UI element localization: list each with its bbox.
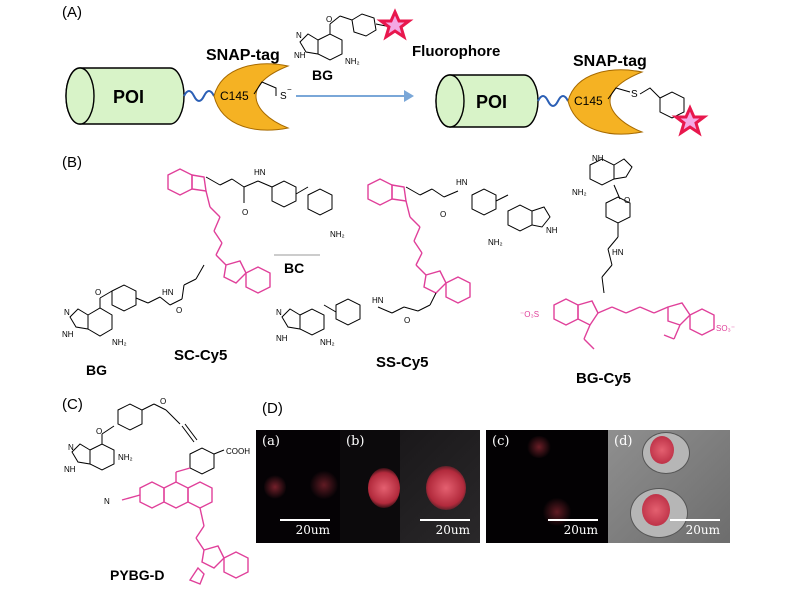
- svg-text:NH: NH: [276, 334, 288, 343]
- svg-text:O: O: [624, 196, 630, 205]
- svg-text:NH₂: NH₂: [488, 238, 503, 247]
- nucleus-overlay-1: [650, 436, 674, 464]
- svg-text:O: O: [176, 306, 182, 315]
- svg-text:O: O: [96, 427, 102, 436]
- svg-text:O: O: [242, 208, 248, 217]
- fluorophore-label: Fluorophore: [412, 43, 500, 60]
- panel-label-a: (A): [62, 4, 82, 21]
- svg-text:NH: NH: [294, 51, 306, 60]
- bg-cy5-label: BG-Cy5: [576, 370, 631, 387]
- panel-label-c: (C): [62, 396, 83, 413]
- pybg-d-label: PYBG-D: [110, 567, 164, 583]
- bg-cy5-structure: NH NH₂ O HN: [553, 155, 715, 350]
- svg-text:NH₂: NH₂: [345, 57, 360, 66]
- micrograph-c: (c) 20um: [486, 430, 608, 543]
- scale-label-d: 20um: [685, 523, 720, 537]
- svg-text:HN: HN: [162, 288, 174, 297]
- snap-tag-label-right: SNAP-tag: [573, 53, 647, 70]
- pybg-nh2: NH₂: [118, 453, 133, 462]
- snap-tag-label-left: SNAP-tag: [206, 47, 280, 64]
- svg-text:NH: NH: [64, 465, 76, 474]
- svg-text:−: −: [287, 85, 292, 94]
- svg-text:N: N: [68, 443, 74, 452]
- s-minus-label: S: [280, 91, 287, 102]
- reaction-arrow: [296, 90, 414, 102]
- linker-left: [183, 90, 215, 102]
- fluorophore-star-icon: [376, 8, 414, 41]
- poi-cylinder-right: POI: [435, 74, 539, 128]
- nucleus-bright-1: [368, 468, 400, 508]
- bg-label: BG: [312, 67, 333, 83]
- panel-label-b: (B): [62, 154, 82, 171]
- svg-text:NH: NH: [592, 155, 604, 163]
- c145-label-left: C145: [220, 89, 249, 103]
- svg-text:NH₂: NH₂: [572, 188, 587, 197]
- so3-right: SO₃⁻: [716, 324, 735, 333]
- bg-fluorophore-molecule: [299, 13, 387, 61]
- so3-left: ⁻O₃S: [520, 310, 539, 319]
- svg-text:HN: HN: [612, 248, 624, 257]
- svg-text:N: N: [104, 497, 110, 506]
- panel-c-structure: O O N NH NH₂ COOH N PYBG-D: [64, 397, 250, 585]
- svg-text:O: O: [160, 397, 166, 406]
- svg-text:O: O: [404, 316, 410, 325]
- svg-text:HN: HN: [372, 296, 384, 305]
- micrograph-a: (a) 20um: [256, 430, 340, 543]
- nucleus-dim-3: [526, 436, 552, 458]
- linker-right: [537, 95, 569, 107]
- scale-label-a: 20um: [295, 523, 330, 537]
- nucleus-dim-2: [310, 470, 338, 500]
- micrograph-b-tag: (b): [346, 434, 365, 449]
- micrograph-d-tag: (d): [614, 434, 633, 449]
- panel-label-d: (D): [262, 400, 283, 417]
- svg-text:NH: NH: [546, 226, 558, 235]
- c145-label-right: C145: [574, 94, 603, 108]
- nucleus-dim-1: [264, 474, 286, 500]
- scale-label-b: 20um: [435, 523, 470, 537]
- poi-cylinder-left: POI: [65, 67, 185, 125]
- svg-text:O: O: [440, 210, 446, 219]
- svg-text:HN: HN: [456, 178, 468, 187]
- pybg-cooh: COOH: [226, 447, 250, 456]
- scale-bar-d: [670, 519, 720, 521]
- micrograph-d: (d) 20um: [608, 430, 730, 543]
- svg-text:NH₂: NH₂: [112, 338, 127, 347]
- svg-text:HN: HN: [254, 168, 266, 177]
- sc-cy5-label: SC-Cy5: [174, 347, 227, 364]
- svg-text:N: N: [276, 308, 282, 317]
- snap-tag-left: C145 S −: [213, 63, 292, 131]
- svg-text:O: O: [95, 288, 101, 297]
- ss-cy5-structure: O HN NH₂ NH HN O N NH NH₂: [276, 178, 558, 347]
- svg-text:NH₂: NH₂: [330, 230, 345, 239]
- nucleus-bright-2: [426, 466, 466, 510]
- scale-bar-c: [548, 519, 598, 521]
- bg-o-label: O: [326, 15, 332, 24]
- svg-text:N: N: [296, 31, 302, 40]
- bc-label: BC: [284, 260, 304, 276]
- bg-label-b: BG: [86, 362, 107, 378]
- scale-bar-b: [420, 519, 470, 521]
- poi-label-right: POI: [476, 92, 507, 112]
- poi-label-left: POI: [113, 87, 144, 107]
- micrograph-c-tag: (c): [492, 434, 510, 449]
- svg-text:NH: NH: [62, 330, 74, 339]
- scale-label-c: 20um: [563, 523, 598, 537]
- svg-text:N: N: [64, 308, 70, 317]
- nucleus-overlay-2: [642, 494, 670, 526]
- snap-tag-right: C145 S: [567, 69, 685, 135]
- panel-a-diagram: POI C145 S − SNAP-tag O N NH NH₂: [65, 8, 709, 137]
- nucleus-dim-4: [542, 498, 572, 526]
- s-label-right: S: [631, 89, 638, 100]
- scale-bar-a: [280, 519, 330, 521]
- micrograph-a-tag: (a): [262, 434, 280, 449]
- panel-b-structures: O N NH NH₂ HN O: [62, 155, 735, 387]
- fluorophore-star-icon-bound: [671, 104, 709, 137]
- micrograph-b: (b) 20um: [340, 430, 480, 543]
- svg-text:NH₂: NH₂: [320, 338, 335, 347]
- sc-cy5-structure: O N NH NH₂ HN O: [62, 168, 345, 347]
- ss-cy5-label: SS-Cy5: [376, 354, 429, 371]
